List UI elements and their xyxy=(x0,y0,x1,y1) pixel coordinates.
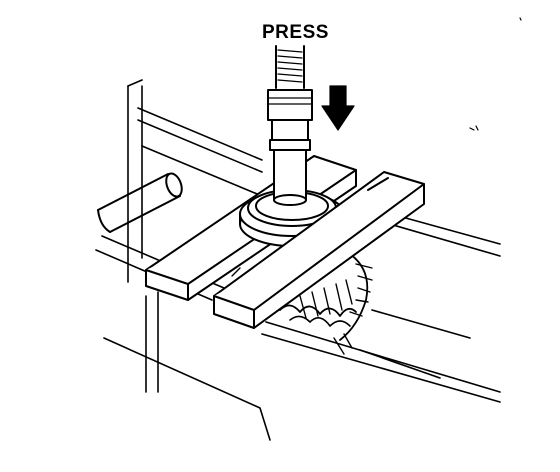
press-ram xyxy=(267,45,313,206)
support-rod xyxy=(97,172,183,233)
gear xyxy=(225,253,373,355)
press-arrow-icon xyxy=(321,85,355,131)
specks xyxy=(469,17,522,131)
splitter-plate-front xyxy=(213,171,425,329)
press-label: PRESS xyxy=(262,22,329,43)
press-frame xyxy=(95,79,501,441)
